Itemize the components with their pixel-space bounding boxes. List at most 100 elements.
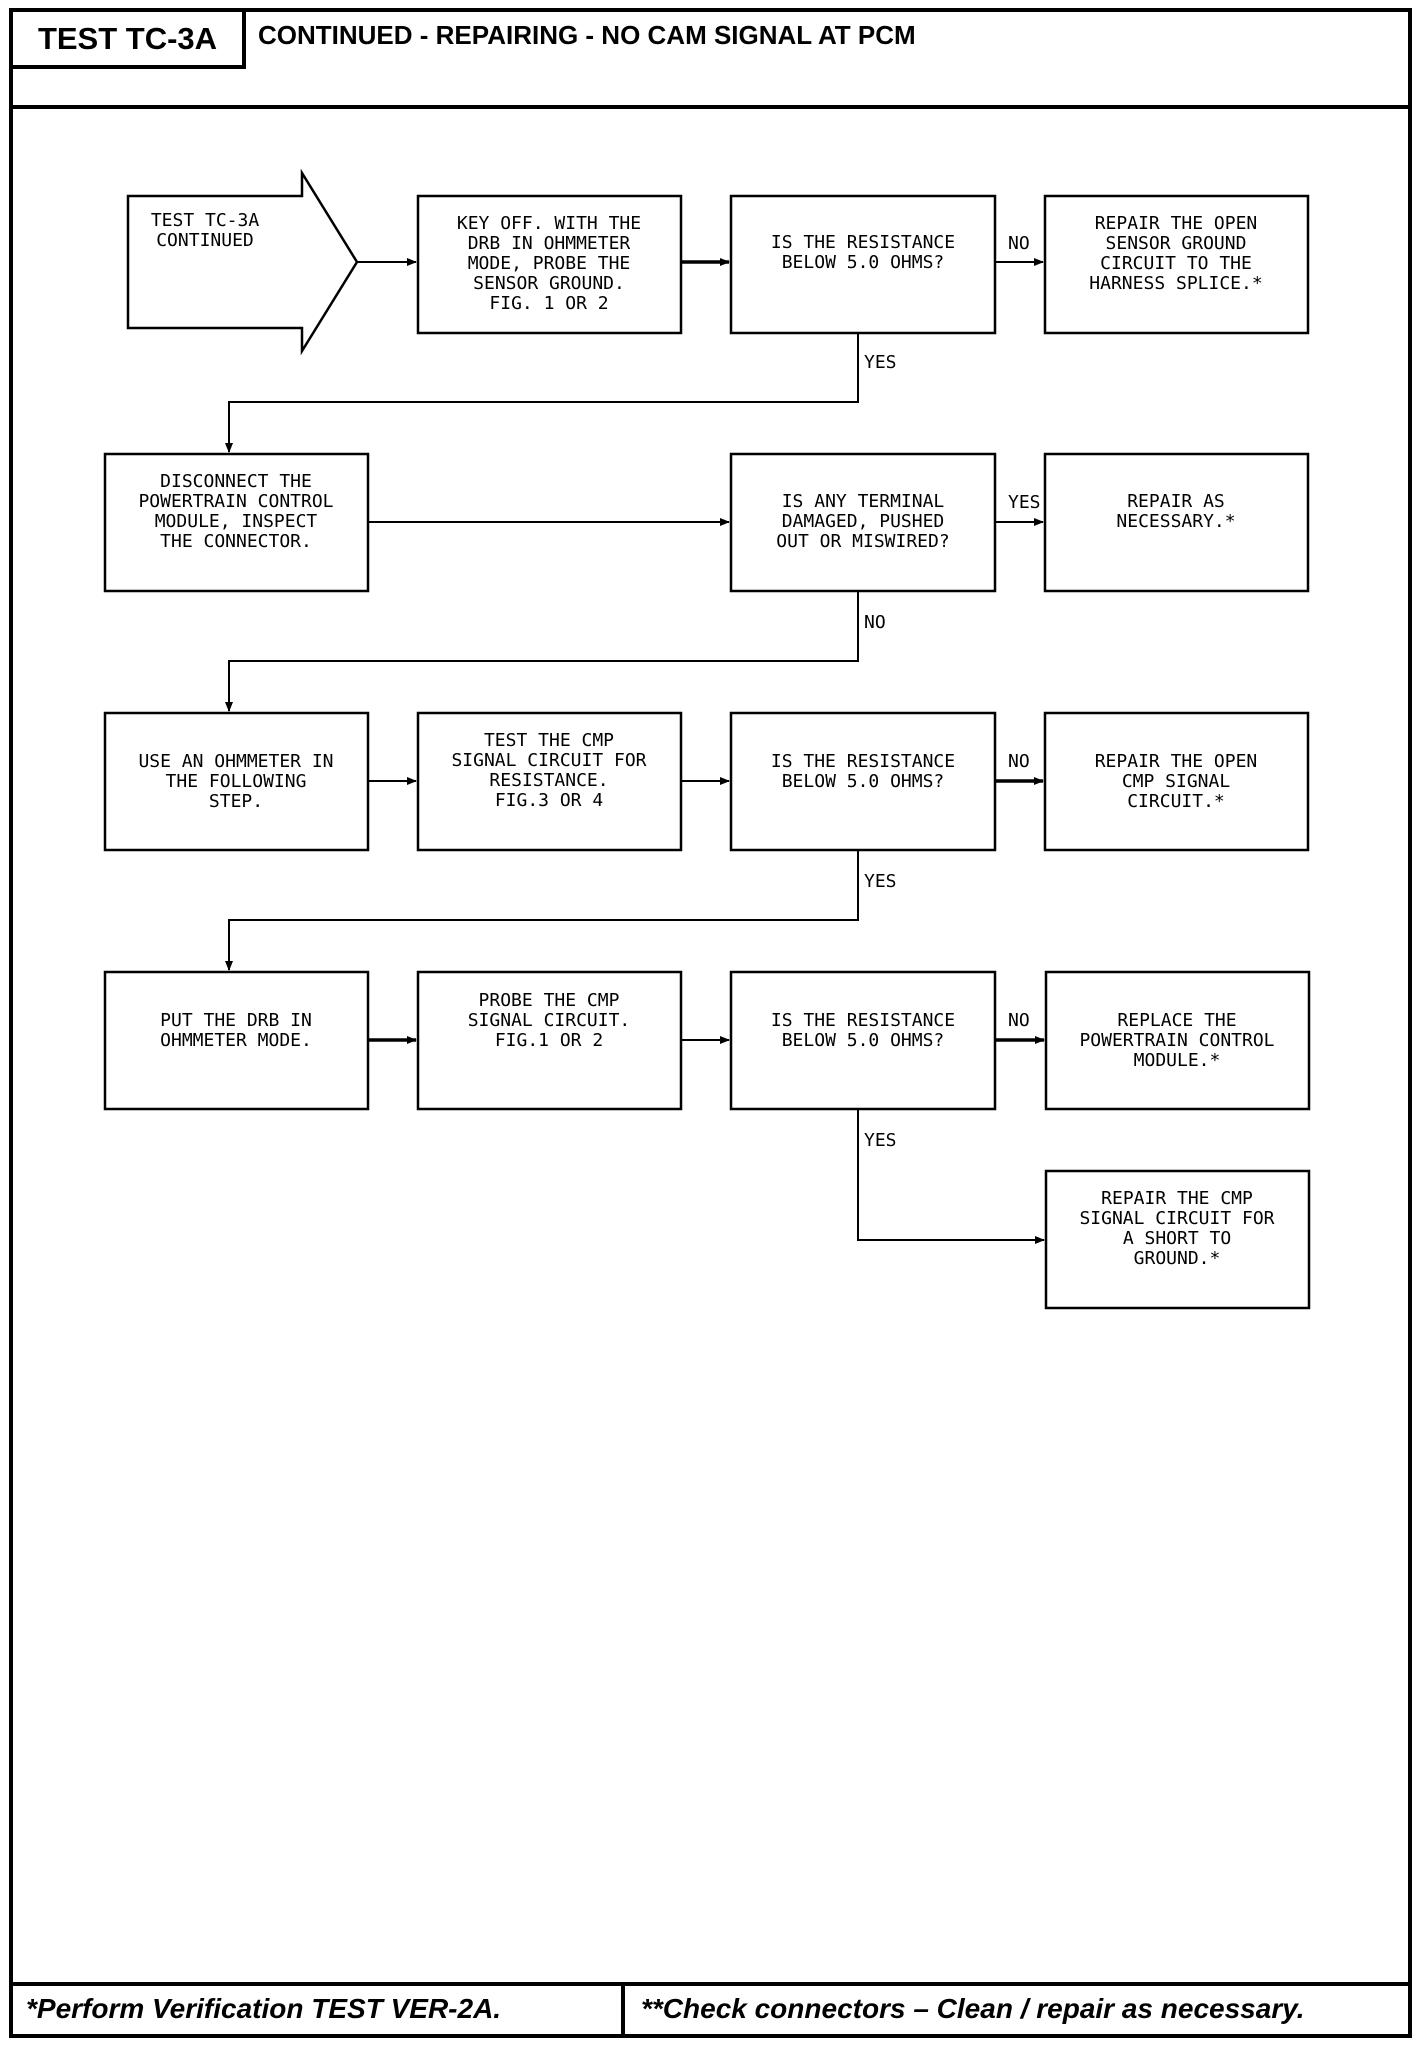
q-resistance-3-box (729, 970, 997, 1111)
text-line: MODULE.* (1134, 1050, 1221, 1071)
text-line: TEST THE CMP (484, 730, 614, 751)
text-line: RESISTANCE. (489, 770, 608, 791)
start-arrow-shape (126, 168, 359, 356)
q-terminal-box (729, 452, 997, 593)
text-line: KEY OFF. WITH THE (457, 213, 641, 234)
text-line: PUT THE DRB IN (160, 1010, 312, 1031)
repair-necessary-box (1043, 452, 1310, 593)
text-line: IS THE RESISTANCE (771, 751, 955, 772)
text-line: CMP SIGNAL (1122, 771, 1231, 792)
text-line: THE CONNECTOR. (160, 531, 312, 552)
q-resistance-2-box (729, 711, 997, 852)
edge-q2-yes (225, 850, 859, 971)
label-no-4: NO (1008, 1010, 1030, 1031)
text-line: THE FOLLOWING (166, 771, 307, 792)
label-yes-4: YES (864, 1130, 897, 1151)
text-line: SIGNAL CIRCUIT FOR (451, 750, 646, 771)
text-line: DAMAGED, PUSHED (782, 511, 945, 532)
probe-cmp-box (416, 970, 683, 1111)
text-line: OUT OR MISWIRED? (776, 531, 949, 552)
text-line: IS ANY TERMINAL (782, 491, 945, 512)
edge-q3-yes (857, 1109, 1045, 1244)
text-line: REPLACE THE (1117, 1010, 1236, 1031)
text-line: REPAIR THE OPEN (1095, 213, 1258, 234)
text-line: HARNESS SPLICE.* (1089, 273, 1262, 294)
footer-divider (621, 1982, 625, 2038)
text-line: FIG. 1 OR 2 (489, 293, 608, 314)
text-line: BELOW 5.0 OHMS? (782, 252, 945, 273)
text-line: CIRCUIT TO THE (1100, 253, 1252, 274)
text-line: FIG.1 OR 2 (495, 1030, 603, 1051)
text-line: REPAIR THE CMP (1101, 1188, 1253, 1209)
text-line: CONTINUED (156, 230, 254, 251)
footer-row (9, 1982, 1412, 2038)
edge-qterminal-no (225, 591, 859, 712)
test-id-box: TEST TC-3A (9, 8, 246, 69)
text-line: USE AN OHMMETER IN (138, 751, 333, 772)
repair-cmp-short-box (1044, 1169, 1311, 1310)
test-id: TEST TC-3A (37, 20, 218, 56)
repair-cmp-open-box (1043, 711, 1310, 852)
edge-q1-yes (225, 333, 859, 453)
text-line: TEST TC-3A (151, 210, 260, 231)
text-line: PROBE THE CMP (479, 990, 620, 1011)
label-yes-3: YES (864, 871, 897, 892)
text-line: SENSOR GROUND. (473, 273, 625, 294)
text-line: REPAIR THE OPEN (1095, 751, 1258, 772)
text-line: NECESSARY.* (1116, 511, 1235, 532)
text-line: DRB IN OHMMETER (468, 233, 631, 254)
label-yes-1: YES (864, 352, 897, 373)
text-line: FIG.3 OR 4 (495, 790, 603, 811)
label-no-2: NO (864, 612, 886, 633)
text-line: BELOW 5.0 OHMS? (782, 1030, 945, 1051)
text-line: MODE, PROBE THE (468, 253, 631, 274)
text-line: STEP. (209, 791, 263, 812)
put-drb-box (103, 970, 370, 1111)
q-resistance-1-box (729, 194, 997, 335)
text-line: GROUND.* (1134, 1248, 1221, 1269)
text-line: DISCONNECT THE (160, 471, 312, 492)
text-line: CIRCUIT.* (1127, 791, 1225, 812)
replace-pcm-box (1044, 970, 1311, 1111)
footer-connector-note: **Check connectors – Clean / repair as n… (641, 1993, 1305, 2024)
text-line: SIGNAL CIRCUIT FOR (1079, 1208, 1274, 1229)
text-line: POWERTRAIN CONTROL (1079, 1030, 1274, 1051)
header-row (9, 8, 1412, 109)
test-title: CONTINUED - REPAIRING - NO CAM SIGNAL AT… (258, 20, 916, 50)
key-off-box (416, 194, 683, 335)
page-frame (9, 8, 1412, 2038)
label-yes-2: YES (1008, 492, 1041, 513)
label-no-1: NO (1008, 233, 1030, 254)
text-line: SENSOR GROUND (1106, 233, 1247, 254)
text-line: A SHORT TO (1123, 1228, 1231, 1249)
test-cmp-box (416, 711, 683, 852)
repair-ground-box (1043, 194, 1310, 335)
text-line: BELOW 5.0 OHMS? (782, 771, 945, 792)
text-line: IS THE RESISTANCE (771, 1010, 955, 1031)
label-no-3: NO (1008, 751, 1030, 772)
disconnect-box (103, 452, 370, 593)
text-line: POWERTRAIN CONTROL (138, 491, 333, 512)
text-line: OHMMETER MODE. (160, 1030, 312, 1051)
text-line: SIGNAL CIRCUIT. (468, 1010, 631, 1031)
text-line: MODULE, INSPECT (155, 511, 318, 532)
text-line: REPAIR AS (1127, 491, 1225, 512)
footer-verification-note: *Perform Verification TEST VER-2A. (26, 1993, 502, 2024)
text-line: IS THE RESISTANCE (771, 232, 955, 253)
